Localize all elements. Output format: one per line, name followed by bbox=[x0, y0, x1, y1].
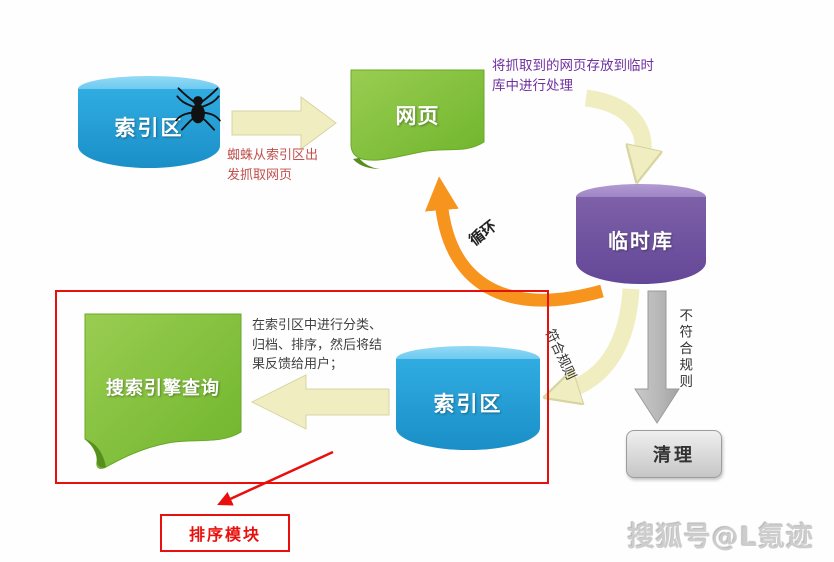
node-label-cleanup: 清理 bbox=[653, 445, 695, 466]
cylinder-body bbox=[396, 359, 540, 450]
label-no-match-rule: 不符合规则 bbox=[676, 308, 693, 391]
node-sort-module: 排序模块 bbox=[160, 514, 290, 552]
node-label-temp-library: 临时库 bbox=[608, 228, 674, 253]
spider-icon bbox=[175, 87, 221, 131]
node-label-index-top: 索引区 bbox=[114, 116, 184, 140]
node-index-area-bottom: 索引区 bbox=[396, 346, 540, 450]
node-label-webpage: 网页 bbox=[395, 104, 440, 128]
watermark-text: 搜狐号@L氪迹 bbox=[627, 522, 814, 553]
node-label-search-query: 搜索引擎查询 bbox=[106, 378, 220, 399]
node-search-query: 搜索引擎查询 bbox=[80, 312, 246, 476]
arrow-store-curve bbox=[584, 89, 643, 158]
note-spider: 蜘蛛从索引区出发抓取网页 bbox=[227, 148, 319, 183]
label-loop: 循环 bbox=[465, 216, 501, 250]
annotation-red-rectangle bbox=[55, 290, 549, 484]
note-store: 将抓取到的网页存放到临时库中进行处理 bbox=[492, 58, 654, 95]
arrow-discard-down bbox=[634, 290, 680, 424]
node-label-sort-module: 排序模块 bbox=[188, 525, 261, 544]
search-query-shape bbox=[84, 313, 242, 469]
note-process: 在索引区中进行分类、归档、排序，然后将结果反馈给用户； bbox=[252, 318, 383, 372]
node-label-index-bottom: 索引区 bbox=[433, 392, 503, 416]
arrow-crawl-right bbox=[231, 96, 337, 150]
node-temp-library: 临时库 bbox=[576, 184, 706, 284]
node-webpage: 网页 bbox=[345, 68, 490, 172]
node-cleanup: 清理 bbox=[626, 430, 722, 478]
webpage-shape bbox=[350, 69, 485, 169]
